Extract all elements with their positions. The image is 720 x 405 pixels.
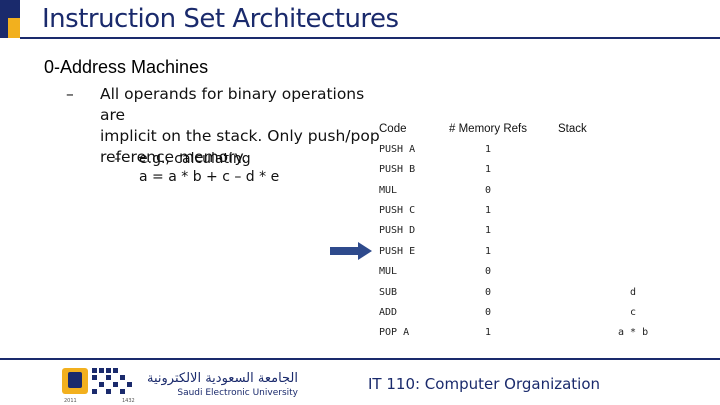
slide-subtitle: 0-Address Machines <box>44 57 209 77</box>
refs-cell: 0 <box>485 287 492 298</box>
refs-cell: 1 <box>485 144 492 155</box>
footer-course: IT 110: Computer Organization <box>368 375 601 393</box>
bullet-line-3: reference memory. <box>100 148 247 166</box>
corner-accent-gold <box>8 18 20 38</box>
refs-cell: 0 <box>485 307 492 318</box>
logo-arabic-name: الجامعة السعودية الالكترونية <box>147 371 298 386</box>
refs-cell: 0 <box>485 185 492 196</box>
code-cell: PUSH D <box>379 225 416 236</box>
header-memory-refs: # Memory Refs <box>449 123 527 135</box>
bullet-main: – All operands for binary operations are… <box>66 84 386 168</box>
refs-cell: 1 <box>485 205 492 216</box>
logo-year-right: 1432 <box>122 398 135 404</box>
title-divider <box>20 37 720 39</box>
refs-cell: 1 <box>485 164 492 175</box>
refs-cell: 0 <box>485 266 492 277</box>
header-stack: Stack <box>558 123 587 135</box>
sub-bullet-line-1: e.g., calculating <box>139 151 251 167</box>
sub-bullet-dash: – <box>114 151 121 167</box>
bullet-dash: – <box>66 85 74 103</box>
logo-mark-navy <box>68 372 82 388</box>
code-cell: MUL <box>379 185 398 196</box>
footer-divider <box>0 358 720 360</box>
stack-cell: d <box>630 287 637 298</box>
stack-cell: c <box>630 307 637 318</box>
header-code: Code <box>379 123 407 135</box>
slide-title: Instruction Set Architectures <box>42 4 399 34</box>
stack-cell: a * b <box>618 327 649 338</box>
refs-cell: 1 <box>485 225 492 236</box>
refs-cell: 1 <box>485 327 492 338</box>
bullet-line-2: implicit on the stack. Only push/pop <box>100 127 380 145</box>
code-cell: POP A <box>379 327 410 338</box>
current-step-arrow-icon <box>330 242 372 260</box>
logo-pixel-grid <box>92 368 132 394</box>
code-cell: SUB <box>379 287 398 298</box>
logo-year-left: 2011 <box>64 398 77 404</box>
code-cell: PUSH C <box>379 205 416 216</box>
sub-bullet-expression: a = a * b + c – d * e <box>139 169 280 185</box>
seu-logo: 2011 1432 الجامعة السعودية الالكترونية S… <box>62 368 299 404</box>
code-cell: ADD <box>379 307 398 318</box>
code-cell: PUSH B <box>379 164 416 175</box>
logo-english-name: Saudi Electronic University <box>177 388 298 398</box>
code-cell: PUSH E <box>379 246 416 257</box>
bullet-line-1: All operands for binary operations are <box>100 85 365 124</box>
code-cell: PUSH A <box>379 144 416 155</box>
refs-cell: 1 <box>485 246 492 257</box>
code-cell: MUL <box>379 266 398 277</box>
sub-bullet: – e.g., calculating a = a * b + c – d * … <box>114 150 279 186</box>
